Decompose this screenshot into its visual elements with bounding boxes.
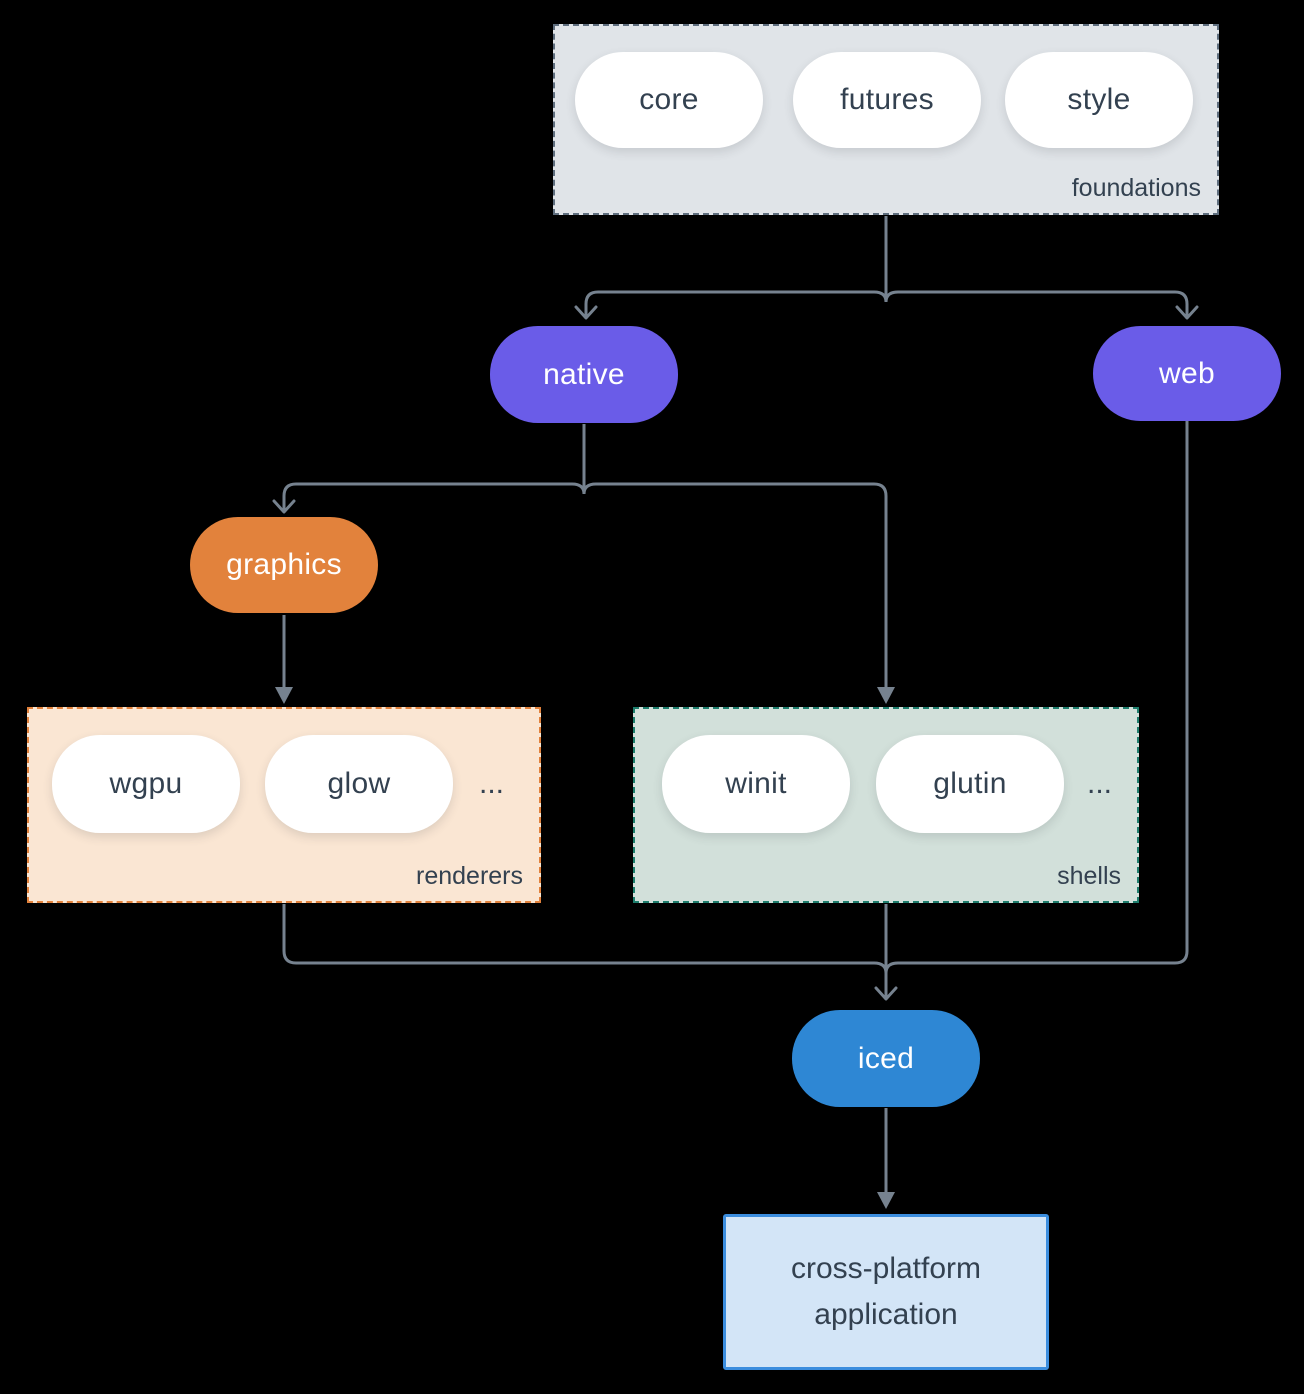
group-label-foundations: foundations: [1071, 174, 1201, 202]
arrowhead-native-icon: [574, 305, 598, 320]
node-graphics: graphics: [190, 517, 378, 613]
group-foundations: core futures style foundations: [553, 24, 1219, 215]
edge-foundations-web: [884, 290, 1189, 318]
group-shells: winit glutin ... shells: [633, 707, 1139, 903]
app-label-line1: cross-platform: [790, 1251, 982, 1285]
renderers-ellipsis: ...: [479, 767, 505, 800]
node-wgpu: wgpu: [52, 735, 240, 833]
arrowhead-app-icon: [877, 1192, 895, 1209]
arrowhead-renderers-icon: [275, 687, 293, 704]
edge-renderers-iced: [282, 904, 888, 974]
arrowhead-iced-icon: [874, 986, 898, 1001]
node-style: style: [1005, 52, 1193, 148]
node-web: web: [1093, 326, 1281, 421]
group-renderers: wgpu glow ... renderers: [27, 707, 541, 903]
arrowhead-shells-icon: [877, 687, 895, 704]
node-iced: iced: [792, 1010, 980, 1107]
node-futures: futures: [793, 52, 981, 148]
edge-foundations-native: [584, 290, 888, 318]
arrowhead-graphics-icon: [272, 499, 296, 514]
group-label-shells: shells: [1057, 862, 1121, 890]
node-glutin: glutin: [876, 735, 1064, 833]
group-label-renderers: renderers: [416, 862, 523, 890]
node-native: native: [490, 326, 678, 423]
node-glow: glow: [265, 735, 453, 833]
edge-native-shells: [582, 482, 888, 688]
arrowhead-web-icon: [1175, 305, 1199, 320]
edge-native-graphics: [282, 482, 586, 512]
node-cross-platform-application: cross-platform application: [723, 1214, 1049, 1370]
app-label-line2: application: [814, 1298, 958, 1331]
shells-ellipsis: ...: [1087, 767, 1113, 800]
node-winit: winit: [662, 735, 850, 833]
node-core: core: [575, 52, 763, 148]
